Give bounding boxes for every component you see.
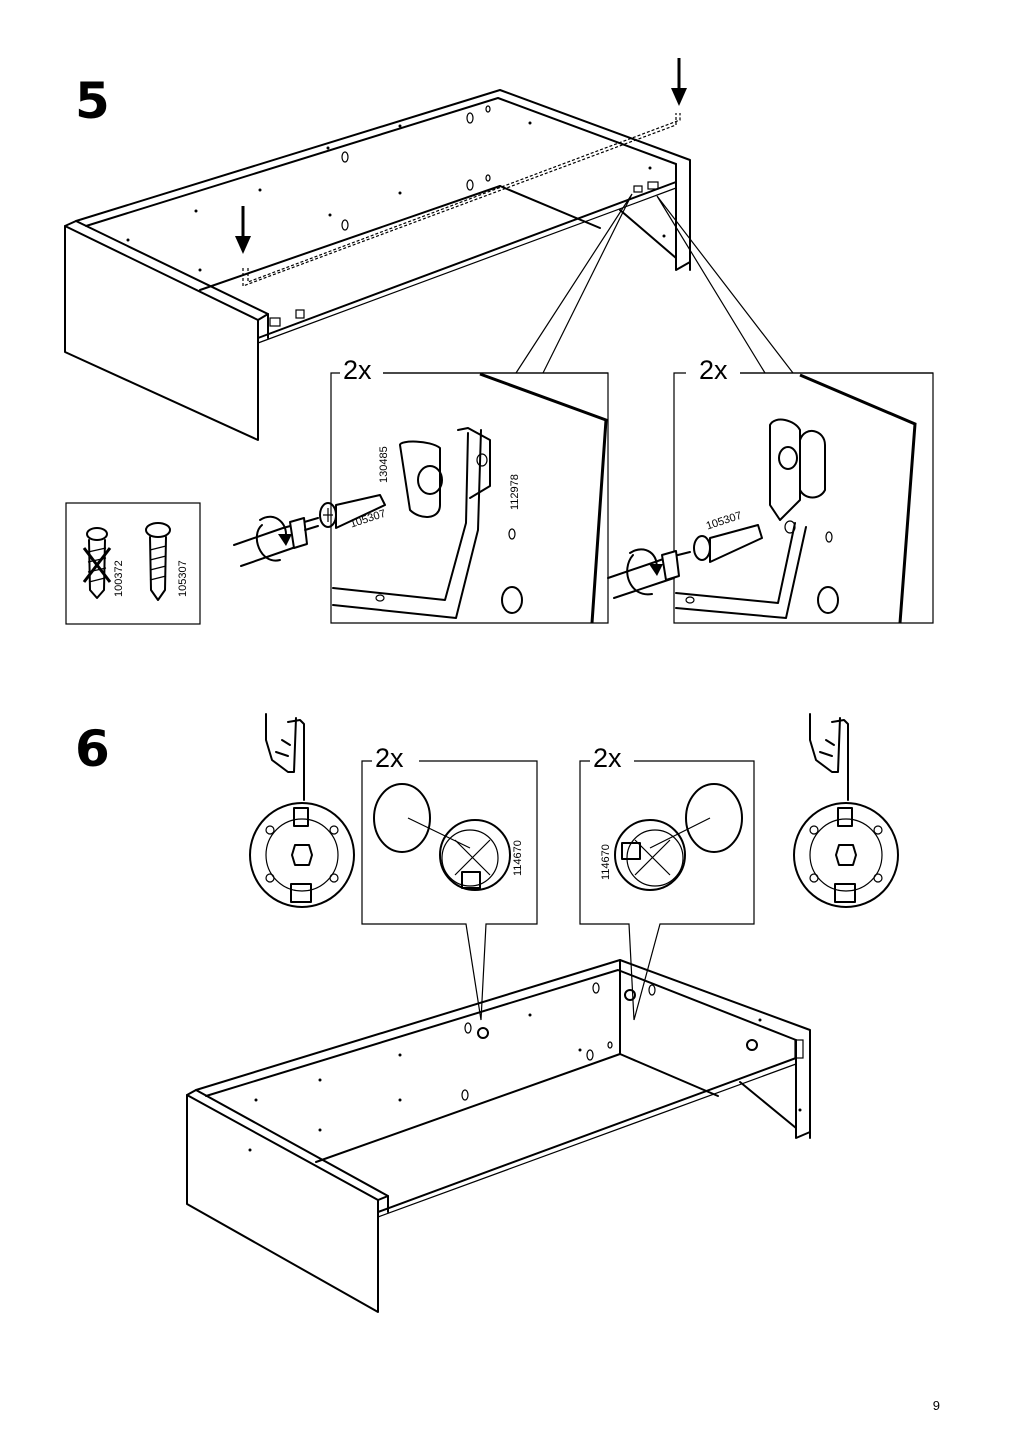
- wrong-screw-part-number: 100372: [113, 560, 125, 597]
- quantity-label: 2x: [590, 745, 625, 772]
- cabinet-frame-step5: [64, 89, 691, 441]
- down-arrow-icon: [235, 206, 251, 254]
- callout-box-step5-right: [673, 372, 934, 624]
- quantity-label: 2x: [696, 357, 731, 384]
- step-number-6: 6: [75, 720, 110, 778]
- hand-pointing-icon: [265, 713, 305, 801]
- rotate-arrow-icon: [626, 548, 663, 596]
- cam-lock-icon: [249, 802, 355, 908]
- screwdriver-icon: [233, 517, 319, 567]
- quantity-label: 2x: [372, 745, 407, 772]
- callout-box-step5-left: [319, 372, 609, 624]
- step-number-5: 5: [75, 72, 110, 130]
- part-number-label: 114670: [600, 844, 612, 880]
- part-number-label: 112978: [509, 474, 521, 510]
- cam-lock-icon: [793, 802, 899, 908]
- part-number-label: 130485: [378, 446, 390, 483]
- correct-screw-part-number: 105307: [177, 560, 189, 597]
- callout-box-step6-right: [579, 760, 755, 1021]
- hand-pointing-icon: [809, 713, 849, 801]
- callout-leader: [515, 193, 794, 374]
- page-number: 9: [932, 1398, 940, 1413]
- callout-box-step6-left: [361, 760, 538, 1021]
- cross-icon: [82, 547, 112, 583]
- screw-icon: [145, 522, 171, 601]
- quantity-label: 2x: [340, 357, 375, 384]
- rotate-arrow-icon: [255, 515, 292, 562]
- down-arrow-icon: [671, 58, 687, 106]
- part-number-label: 114670: [512, 840, 524, 876]
- cabinet-frame-step6: [186, 959, 811, 1313]
- screw-legend-box: [65, 502, 201, 625]
- screwdriver-icon: [607, 550, 691, 599]
